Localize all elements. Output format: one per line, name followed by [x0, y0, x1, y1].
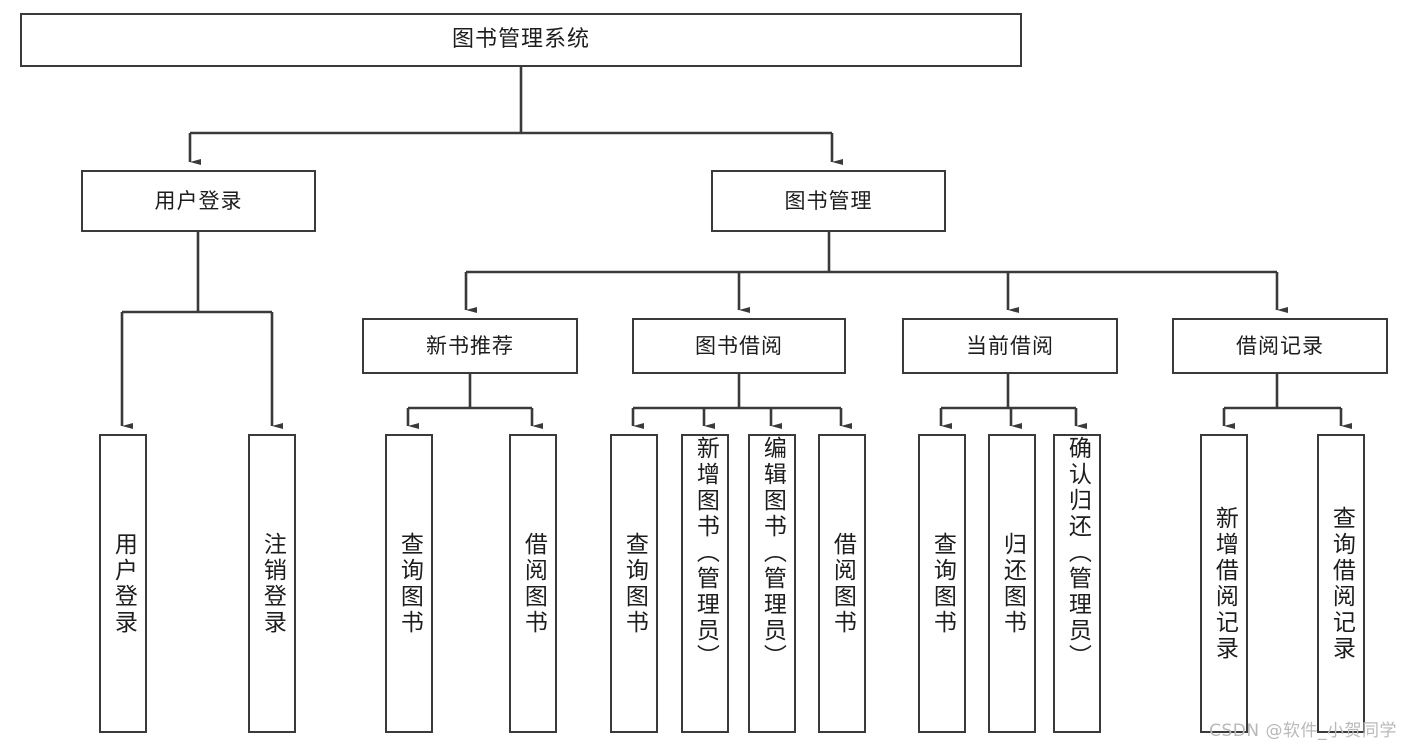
leaf-query-book-recommend[interactable]: 查询图书 — [385, 434, 433, 733]
leaf-borrow-book-recommend[interactable]: 借阅图书 — [509, 434, 557, 733]
leaf-label: 归还图书 — [999, 531, 1026, 636]
leaf-label: 查询图书 — [621, 531, 648, 636]
node-label: 借阅记录 — [1236, 333, 1324, 358]
leaf-query-book-borrow[interactable]: 查询图书 — [610, 434, 658, 733]
leaf-label: 查询借阅记录 — [1328, 505, 1355, 662]
leaf-add-book-admin[interactable]: 新增图书（管理员） — [681, 434, 729, 733]
leaf-query-book-current[interactable]: 查询图书 — [918, 434, 966, 733]
node-new-book-recommend[interactable]: 新书推荐 — [362, 318, 578, 374]
leaf-label: 新增图书（管理员） — [692, 436, 719, 670]
node-book-management[interactable]: 图书管理 — [711, 170, 946, 232]
leaf-logout[interactable]: 注销登录 — [248, 434, 296, 733]
leaf-label: 确认归还（管理员） — [1064, 436, 1091, 670]
node-root-system[interactable]: 图书管理系统 — [20, 13, 1022, 67]
leaf-label: 查询图书 — [929, 531, 956, 636]
leaf-label: 借阅图书 — [829, 531, 856, 636]
watermark-text: CSDN @软件_小贺同学 — [1209, 721, 1397, 741]
leaf-label: 新增借阅记录 — [1211, 505, 1238, 662]
leaf-label: 注销登录 — [259, 531, 286, 636]
node-label: 图书管理 — [784, 188, 873, 213]
leaf-label: 编辑图书（管理员） — [759, 436, 786, 670]
node-book-borrow[interactable]: 图书借阅 — [632, 318, 846, 374]
leaf-borrow-book[interactable]: 借阅图书 — [818, 434, 866, 733]
leaf-return-book[interactable]: 归还图书 — [988, 434, 1036, 733]
node-label: 图书借阅 — [695, 333, 783, 358]
node-current-borrow[interactable]: 当前借阅 — [902, 318, 1118, 374]
node-label: 当前借阅 — [966, 333, 1054, 358]
node-label: 图书管理系统 — [451, 27, 590, 52]
leaf-confirm-return-admin[interactable]: 确认归还（管理员） — [1053, 434, 1101, 733]
leaf-query-borrow-record[interactable]: 查询借阅记录 — [1317, 434, 1365, 733]
node-user-login[interactable]: 用户登录 — [81, 170, 316, 232]
leaf-label: 查询图书 — [396, 531, 423, 636]
leaf-edit-book-admin[interactable]: 编辑图书（管理员） — [748, 434, 796, 733]
node-label: 新书推荐 — [426, 333, 514, 358]
leaf-user-login[interactable]: 用户登录 — [99, 434, 147, 733]
leaf-add-borrow-record[interactable]: 新增借阅记录 — [1200, 434, 1248, 733]
leaf-label: 用户登录 — [110, 531, 137, 636]
node-borrow-record[interactable]: 借阅记录 — [1172, 318, 1388, 374]
node-label: 用户登录 — [154, 188, 243, 213]
leaf-label: 借阅图书 — [520, 531, 547, 636]
